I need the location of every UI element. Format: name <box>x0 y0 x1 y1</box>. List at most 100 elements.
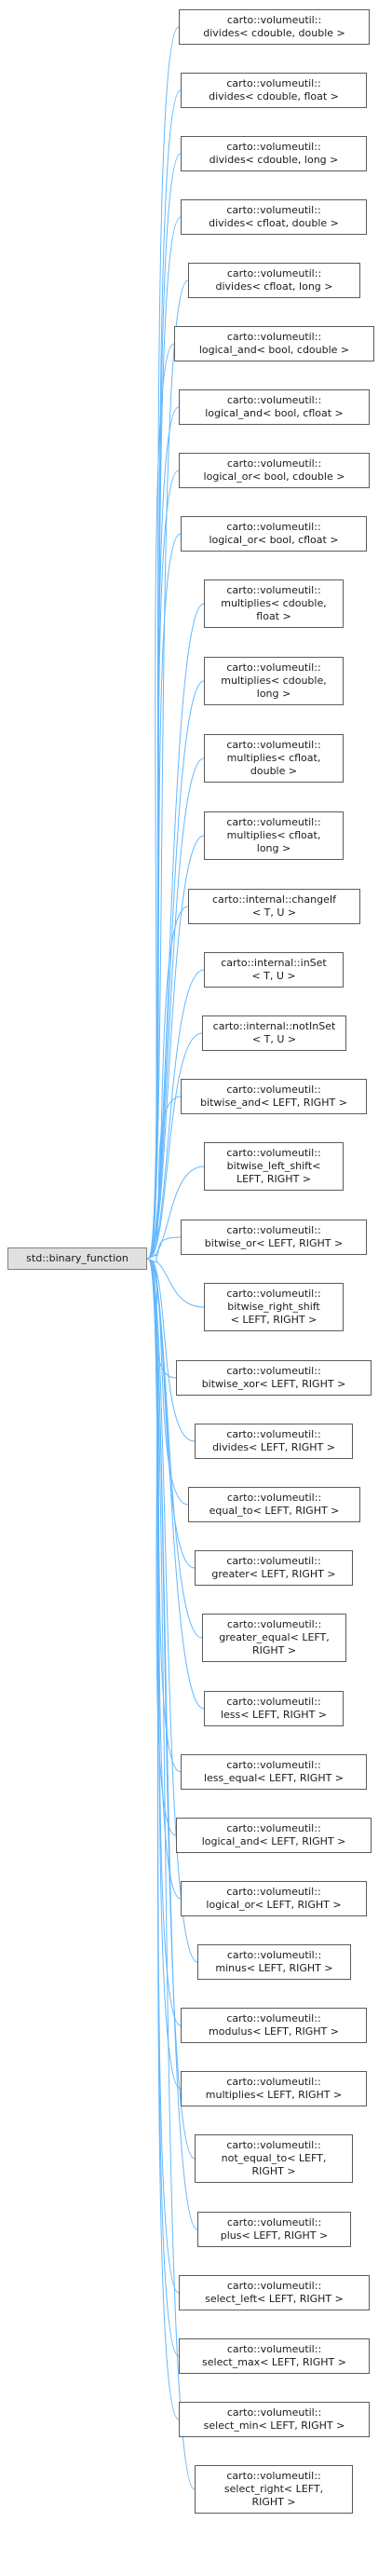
derived-class-node[interactable]: carto::volumeutil::less_equal< LEFT, RIG… <box>181 1754 367 1790</box>
class-label-line: bitwise_or< LEFT, RIGHT > <box>204 1237 344 1249</box>
derived-class-node[interactable]: carto::volumeutil::less< LEFT, RIGHT > <box>204 1691 344 1726</box>
derived-class-node[interactable]: carto::volumeutil::divides< cfloat, long… <box>188 263 360 298</box>
class-label-line: carto::volumeutil:: <box>226 1822 321 1834</box>
class-label-line: select_left< LEFT, RIGHT > <box>205 2293 344 2305</box>
class-label-line: carto::volumeutil:: <box>226 2343 322 2355</box>
inheritance-edge <box>147 1258 203 1639</box>
class-label-line: RIGHT > <box>251 2165 296 2177</box>
derived-class-node[interactable]: carto::volumeutil::select_max< LEFT, RIG… <box>179 2338 370 2374</box>
derived-class-node[interactable]: carto::volumeutil::logical_and< LEFT, RI… <box>176 1818 372 1853</box>
derived-class-node[interactable]: carto::volumeutil::modulus< LEFT, RIGHT … <box>181 2008 367 2043</box>
class-label-line: carto::volumeutil:: <box>226 2076 321 2088</box>
class-label-line: < LEFT, RIGHT > <box>230 1314 318 1326</box>
derived-class-node[interactable]: carto::volumeutil::multiplies< cdouble,f… <box>204 579 344 628</box>
class-label-line: < T, U > <box>251 906 297 919</box>
derived-class-node[interactable]: carto::volumeutil::multiplies< cfloat,lo… <box>204 811 344 860</box>
inheritance-edge <box>147 1258 180 2294</box>
class-label-line: carto::volumeutil:: <box>226 1147 321 1159</box>
derived-class-node[interactable]: carto::internal::inSet< T, U > <box>204 952 344 988</box>
class-label-line: divides< cdouble, long > <box>209 154 339 166</box>
class-label-line: long > <box>256 688 291 700</box>
derived-class-node[interactable]: carto::volumeutil::bitwise_left_shift<LE… <box>204 1142 344 1191</box>
derived-class-node[interactable]: carto::volumeutil::logical_and< bool, cf… <box>179 389 370 425</box>
derived-class-node[interactable]: carto::volumeutil::divides< cdouble, dou… <box>179 9 370 45</box>
derived-class-node[interactable]: carto::volumeutil::bitwise_and< LEFT, RI… <box>181 1079 367 1114</box>
class-label-line: carto::volumeutil:: <box>226 1555 321 1567</box>
derived-class-node[interactable]: carto::volumeutil::multiplies< LEFT, RIG… <box>181 2071 367 2106</box>
class-label-line: equal_to< LEFT, RIGHT > <box>209 1505 340 1517</box>
class-label-line: logical_or< bool, cfloat > <box>209 534 339 546</box>
derived-class-node[interactable]: carto::volumeutil::logical_or< LEFT, RIG… <box>181 1881 367 1916</box>
class-label-line: carto::volumeutil:: <box>226 2139 321 2151</box>
inheritance-edge <box>147 1165 205 1260</box>
class-label-line: less< LEFT, RIGHT > <box>220 1709 328 1721</box>
derived-class-node[interactable]: carto::volumeutil::divides< cfloat, doub… <box>181 199 367 235</box>
class-label-line: logical_or< LEFT, RIGHT > <box>206 1899 342 1911</box>
class-label-line: logical_and< bool, cdouble > <box>198 344 350 356</box>
derived-class-node[interactable]: carto::volumeutil::divides< LEFT, RIGHT … <box>195 1424 353 1459</box>
class-label-line: carto::volumeutil:: <box>226 584 321 596</box>
class-label-line: carto::volumeutil:: <box>226 1288 321 1300</box>
class-label-line: carto::volumeutil:: <box>226 521 321 533</box>
inheritance-edge <box>147 906 189 1260</box>
derived-class-node[interactable]: carto::volumeutil::select_right< LEFT,RI… <box>195 2465 353 2514</box>
class-label-line: carto::volumeutil:: <box>226 2216 322 2228</box>
derived-class-node[interactable]: carto::volumeutil::equal_to< LEFT, RIGHT… <box>188 1487 360 1522</box>
class-label-line: greater_equal< LEFT, <box>219 1631 330 1643</box>
derived-class-node[interactable]: carto::volumeutil::greater< LEFT, RIGHT … <box>195 1550 353 1586</box>
class-label-line: carto::volumeutil:: <box>226 1365 321 1377</box>
class-label-line: double > <box>250 765 298 777</box>
class-label-line: RIGHT > <box>251 2496 296 2508</box>
class-label-line: select_max< LEFT, RIGHT > <box>202 2356 346 2368</box>
class-label-line: bitwise_right_shift <box>227 1301 320 1313</box>
class-label-line: divides< cdouble, float > <box>209 90 339 102</box>
derived-class-node[interactable]: carto::volumeutil::divides< cdouble, flo… <box>181 73 367 108</box>
class-label-line: carto::internal::changeIf <box>212 893 336 906</box>
class-label-line: multiplies< cdouble, <box>221 597 327 609</box>
class-label-line: select_right< LEFT, <box>223 2483 324 2495</box>
inheritance-edge <box>147 680 205 1260</box>
derived-class-node[interactable]: carto::volumeutil::multiplies< cdouble,l… <box>204 657 344 705</box>
base-class-node[interactable]: std::binary_function <box>7 1247 147 1270</box>
class-label-line: carto::volumeutil:: <box>226 661 321 674</box>
class-label-line: carto::volumeutil:: <box>226 14 322 26</box>
derived-class-node[interactable]: carto::volumeutil::logical_or< bool, cfl… <box>181 516 367 552</box>
inheritance-edge <box>147 533 182 1260</box>
class-label-line: carto::volumeutil:: <box>226 1492 322 1504</box>
inheritance-edge <box>147 1258 196 1442</box>
class-label-line: logical_and< bool, cfloat > <box>205 407 344 419</box>
derived-class-node[interactable]: carto::volumeutil::multiplies< cfloat,do… <box>204 734 344 783</box>
class-label-line: carto::internal::notInSet <box>212 1020 336 1032</box>
derived-class-node[interactable]: carto::volumeutil::not_equal_to< LEFT,RI… <box>195 2134 353 2183</box>
class-label-line: carto::volumeutil:: <box>226 204 321 216</box>
derived-class-node[interactable]: carto::volumeutil::logical_and< bool, cd… <box>174 326 374 361</box>
derived-class-node[interactable]: carto::internal::changeIf< T, U > <box>188 889 360 924</box>
class-label-line: carto::volumeutil:: <box>226 1696 321 1708</box>
derived-class-node[interactable]: carto::volumeutil::bitwise_xor< LEFT, RI… <box>176 1360 372 1396</box>
derived-class-node[interactable]: carto::volumeutil::bitwise_or< LEFT, RIG… <box>181 1220 367 1255</box>
derived-class-node[interactable]: carto::volumeutil::greater_equal< LEFT,R… <box>202 1614 346 1662</box>
class-label-line: carto::volumeutil:: <box>226 1618 322 1630</box>
derived-class-node[interactable]: carto::volumeutil::plus< LEFT, RIGHT > <box>197 2212 351 2247</box>
class-label-line: carto::volumeutil:: <box>226 1428 321 1440</box>
derived-class-node[interactable]: carto::volumeutil::minus< LEFT, RIGHT > <box>197 1944 351 1980</box>
class-label-line: carto::volumeutil:: <box>226 394 322 406</box>
class-label-line: float > <box>256 610 291 622</box>
derived-class-node[interactable]: carto::volumeutil::logical_or< bool, cdo… <box>179 453 370 488</box>
inheritance-edge <box>147 1096 182 1260</box>
class-label-line: greater< LEFT, RIGHT > <box>211 1568 336 1580</box>
class-label-line: carto::volumeutil:: <box>226 457 322 470</box>
class-label-line: logical_and< LEFT, RIGHT > <box>201 1835 346 1847</box>
derived-class-node[interactable]: carto::volumeutil::bitwise_right_shift< … <box>204 1283 344 1331</box>
derived-class-node[interactable]: carto::internal::notInSet< T, U > <box>202 1015 346 1051</box>
derived-class-node[interactable]: carto::volumeutil::divides< cdouble, lon… <box>181 136 367 171</box>
class-label-line: RIGHT > <box>251 1644 297 1656</box>
class-label-line: divides< cfloat, double > <box>209 217 339 229</box>
class-label-line: multiplies< LEFT, RIGHT > <box>205 2089 343 2101</box>
derived-class-node[interactable]: carto::volumeutil::select_min< LEFT, RIG… <box>179 2402 370 2437</box>
class-label-line: carto::volumeutil:: <box>226 2406 322 2419</box>
derived-class-node[interactable]: carto::volumeutil::select_left< LEFT, RI… <box>179 2275 370 2310</box>
base-class-label: std::binary_function <box>26 1252 128 1264</box>
class-label-line: bitwise_and< LEFT, RIGHT > <box>200 1097 347 1109</box>
class-label-line: modulus< LEFT, RIGHT > <box>209 2025 339 2038</box>
